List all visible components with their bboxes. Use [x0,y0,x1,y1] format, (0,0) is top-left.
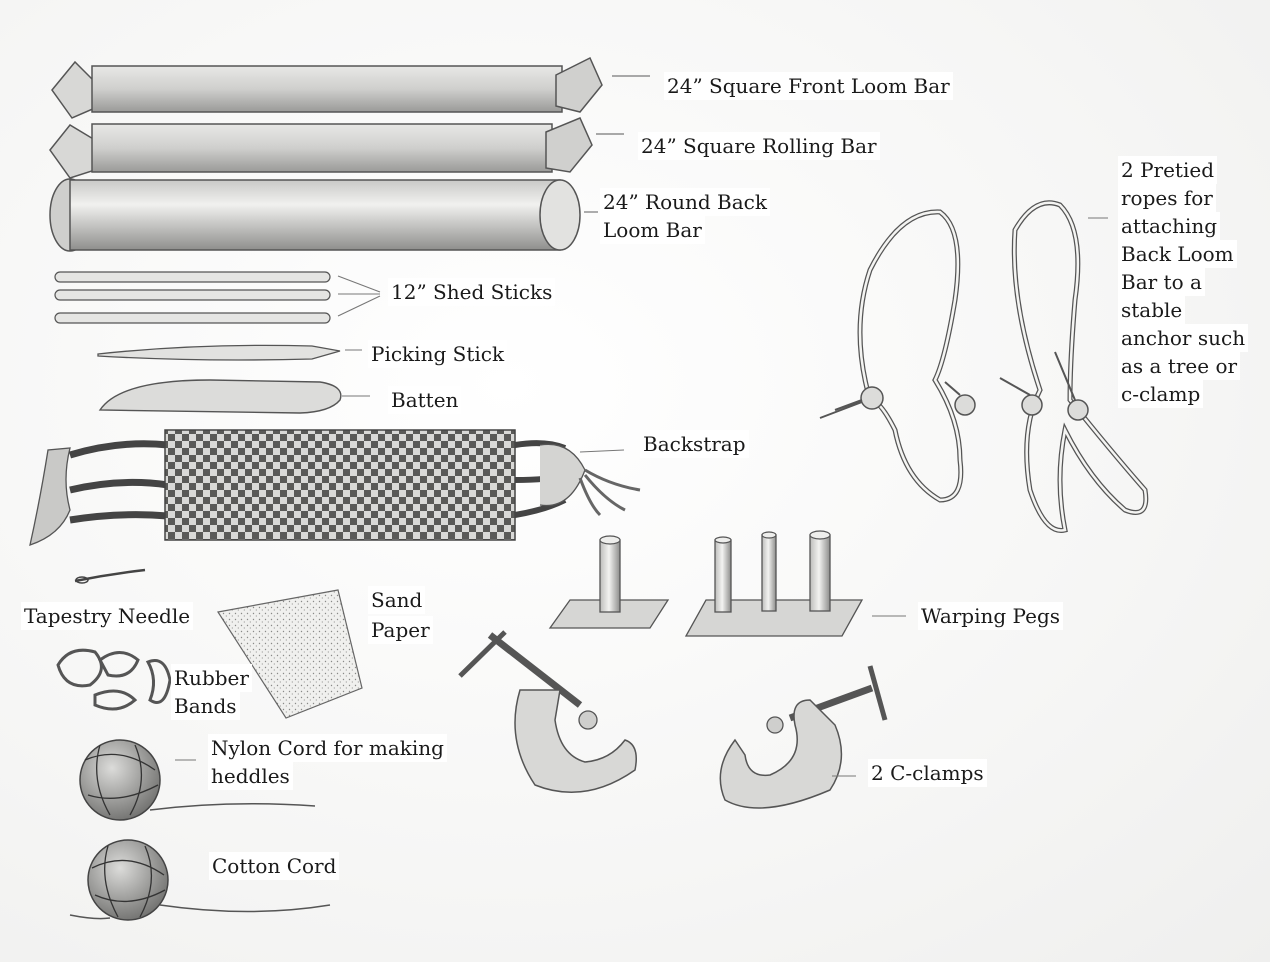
label-cotton-cord: Cotton Cord [209,852,340,880]
label-round-back-bar-line2: Loom Bar [600,216,705,244]
rubber-bands [56,648,172,711]
label-ropes-line9: c-clamp [1118,380,1204,408]
label-c-clamps: 2 C-clamps [868,759,987,787]
label-ropes-line7: anchor such [1118,324,1249,352]
rolling-bar [49,117,624,179]
label-picking-stick: Picking Stick [368,340,508,368]
batten [98,379,370,414]
nylon-cord-ball [79,739,316,821]
label-sand-paper-line1: Sand [368,586,426,614]
label-rubber-bands-line2: Bands [171,692,240,720]
label-batten: Batten [388,386,462,414]
front-loom-bar [51,56,650,119]
sand-paper [217,589,363,719]
label-front-loom-bar: 24” Square Front Loom Bar [664,72,953,100]
label-ropes-line5: Bar to a [1118,268,1205,296]
warping-pegs [548,530,906,637]
label-ropes-line8: as a tree or [1118,352,1241,380]
label-backstrap: Backstrap [640,430,749,458]
label-ropes-line3: attaching [1118,212,1221,240]
pretied-ropes [819,200,1149,533]
label-ropes-line2: ropes for [1118,184,1216,212]
label-round-back-bar-line1: 24” Round Back [600,188,770,216]
label-ropes-line6: stable [1118,296,1186,324]
shed-sticks [54,271,381,324]
c-clamp-left [458,630,637,794]
label-ropes-line1: 2 Pretied [1118,156,1218,184]
cotton-cord-ball [69,839,331,921]
label-sand-paper-line2: Paper [368,616,433,644]
label-warping-pegs: Warping Pegs [918,602,1064,630]
label-rolling-bar: 24” Square Rolling Bar [638,132,880,160]
backstrap [29,429,641,546]
picking-stick [97,344,362,361]
label-nylon-cord-line2: heddles [208,762,293,790]
round-back-loom-bar [49,178,598,252]
label-rubber-bands-line1: Rubber [171,664,252,692]
label-nylon-cord-line1: Nylon Cord for making [208,734,447,762]
tapestry-needle [74,568,146,584]
label-shed-sticks: 12” Shed Sticks [388,278,556,306]
label-ropes-line4: Back Loom [1118,240,1237,268]
label-tapestry-needle: Tapestry Needle [21,602,194,630]
c-clamp-right [719,665,888,809]
